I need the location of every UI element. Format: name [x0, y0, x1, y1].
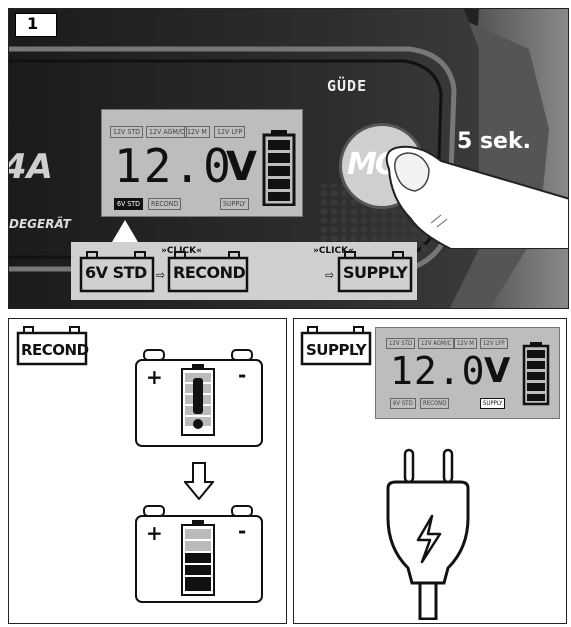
- supply-lcd-supply-active: SUPPLY: [480, 398, 506, 409]
- supply-lcd-12v-lfp: 12V LFP: [480, 338, 508, 349]
- lcd-label-12v-m: 12V M: [184, 126, 210, 138]
- sequence-6v-std-frame: [79, 251, 155, 293]
- step-number-box: [15, 13, 57, 37]
- arrow-right-icon-1: ⇨: [156, 268, 166, 282]
- lcd-label-supply: SUPPLY: [220, 198, 249, 210]
- svg-text:+: +: [146, 521, 163, 545]
- step-number: 1: [27, 14, 39, 33]
- sequence-recond: RECOND: [173, 263, 246, 282]
- brand-logo: GÜDE: [327, 77, 368, 95]
- pointer-triangle-icon: [112, 220, 138, 242]
- lcd-unit: V: [226, 144, 257, 190]
- lcd-label-12v-agm: 12V AGM/C: [146, 126, 188, 138]
- hold-instruction: 5 sek.: [457, 129, 531, 154]
- lcd-label-12v-std: 12V STD: [110, 126, 144, 138]
- supply-lcd-12v-std: 12V STD: [386, 338, 416, 349]
- lcd-battery-icon: [262, 130, 296, 206]
- supply-lcd-recond: RECOND: [420, 398, 450, 409]
- sequence-supply: SUPPLY: [343, 263, 408, 282]
- down-arrow-icon: [184, 462, 214, 500]
- lcd-voltage: 12.0: [114, 139, 233, 193]
- supply-lcd-battery-icon: [522, 342, 550, 406]
- power-plug-icon: [386, 448, 470, 620]
- sequence-recond-frame: [167, 251, 249, 293]
- top-panel: 1 GÜDE 4A DEGERÄT 12V STD 12V AGM/C 12V …: [8, 8, 569, 309]
- device-subtitle: DEGERÄT: [9, 217, 71, 231]
- lcd-label-12v-lfp: 12V LFP: [214, 126, 246, 138]
- sequence-supply-frame: [337, 251, 413, 293]
- supply-lcd-12v-agm: 12V AGM/C: [418, 338, 455, 349]
- supply-label-frame: [300, 326, 372, 366]
- supply-label: SUPPLY: [306, 341, 367, 359]
- sequence-6v-std: 6V STD: [85, 263, 147, 282]
- click-label-2: »CLICK«: [313, 246, 354, 256]
- lcd-label-6v-std-active: 6V STD: [114, 198, 144, 210]
- supply-lcd-12v-m: 12V M: [454, 338, 477, 349]
- recond-label-frame: [16, 326, 88, 366]
- svg-text:-: -: [238, 519, 246, 543]
- supply-lcd-screen: 12V STD 12V AGM/C 12V M 12V LFP 12.0 V 6…: [375, 327, 560, 419]
- device-amp-text: 4A: [9, 147, 53, 187]
- supply-lcd-6v-std: 6V STD: [390, 398, 416, 409]
- svg-text:-: -: [238, 363, 246, 387]
- lcd-label-recond: RECOND: [148, 198, 182, 210]
- battery-charged-icon: + -: [135, 505, 263, 603]
- arrow-right-icon-2: ⇨: [325, 268, 335, 282]
- finger-press-icon: [385, 145, 568, 249]
- supply-lcd-unit: V: [484, 351, 511, 391]
- battery-warning-icon: + -: [135, 349, 263, 447]
- supply-lcd-voltage: 12.0: [390, 349, 486, 393]
- recond-label: RECOND: [21, 341, 89, 359]
- lcd-screen: 12V STD 12V AGM/C 12V M 12V LFP 12.0 V 6…: [101, 109, 303, 217]
- svg-text:+: +: [146, 365, 163, 389]
